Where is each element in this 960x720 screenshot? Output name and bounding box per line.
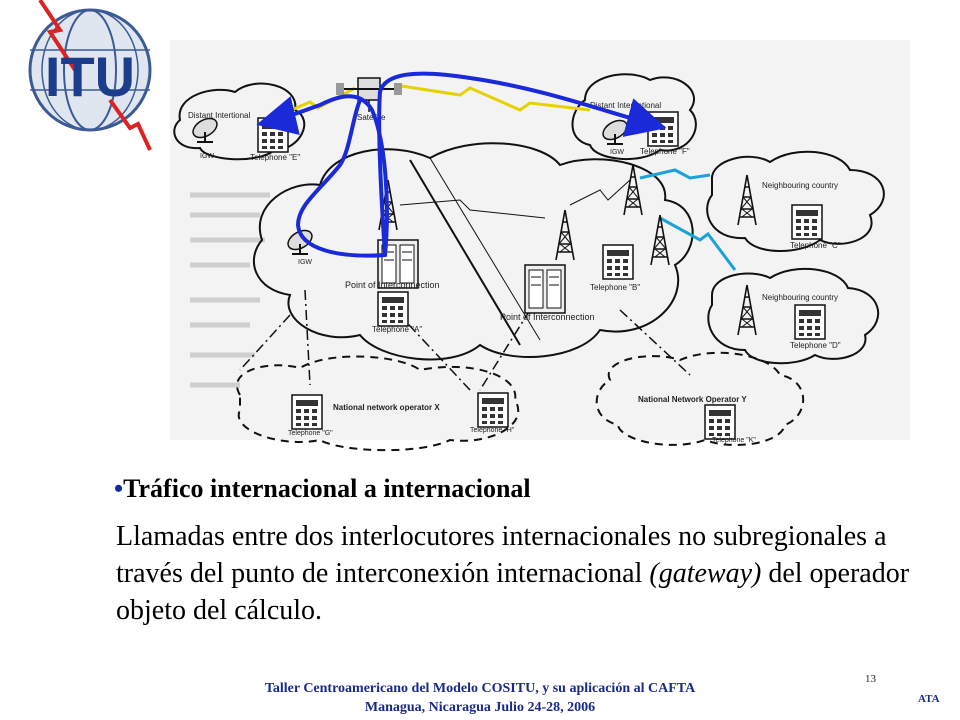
body-text-end: del operador objeto del cálculo. bbox=[116, 558, 910, 626]
telephone-d-label: Telephone "D" bbox=[790, 341, 841, 350]
telephone-b-icon bbox=[602, 244, 634, 280]
telephone-c-icon bbox=[791, 204, 823, 240]
telephone-d-icon bbox=[794, 304, 826, 340]
igw-right-label: IGW bbox=[610, 149, 624, 156]
footer-line-1: Taller Centroamericano del Modelo COSITU… bbox=[264, 681, 696, 696]
telephone-e-icon bbox=[257, 117, 289, 153]
neighbouring-country-top-label: Neighbouring country bbox=[762, 181, 838, 190]
telephone-f-icon bbox=[647, 111, 679, 147]
telephone-a-icon bbox=[377, 291, 409, 327]
telephone-k-label: Telephone "K" bbox=[712, 437, 756, 444]
national-operator-y-label: National Network Operator Y bbox=[638, 395, 747, 404]
scan-background bbox=[170, 40, 910, 440]
telephone-a-label: Telephone "A" bbox=[372, 325, 422, 334]
neighbouring-country-bottom-label: Neighbouring country bbox=[762, 293, 838, 302]
igw-main-label: IGW bbox=[298, 259, 312, 266]
footer-line-2: Managua, Nicaragua Julio 24-28, 2006 bbox=[364, 700, 596, 715]
footer: Taller Centroamericano del Modelo COSITU… bbox=[200, 679, 760, 717]
route-to-telephone-f bbox=[377, 71, 667, 257]
cloud-neighbour-top bbox=[706, 150, 885, 252]
operator-links bbox=[239, 289, 691, 391]
itu-logo: ITU bbox=[28, 0, 152, 151]
body-paragraph: Llamadas entre dos interlocutores intern… bbox=[116, 518, 916, 629]
switch-icon-b bbox=[524, 264, 566, 314]
cloud-distant-left bbox=[173, 82, 306, 161]
bullet-heading: •Tráfico internacional a internacional bbox=[114, 474, 531, 504]
network-diagram: ITU Satellite Distant Intertional bbox=[28, 0, 910, 452]
faded-text-lines bbox=[190, 192, 270, 388]
telephone-g-icon bbox=[291, 394, 323, 430]
cloud-neighbour-bottom bbox=[707, 267, 880, 365]
telephone-h-icon bbox=[477, 392, 509, 428]
itu-logo-text: ITU bbox=[45, 45, 135, 108]
telephone-f-label: Telephone "F" bbox=[640, 147, 690, 156]
point-of-interconnection-b-label: Point of Interconnection bbox=[500, 312, 595, 322]
bullet-marker: • bbox=[114, 474, 124, 503]
heading-text: Tráfico internacional a internacional bbox=[123, 474, 531, 503]
cloud-distant-right bbox=[571, 73, 697, 161]
telephone-b-label: Telephone "B" bbox=[590, 283, 640, 292]
body-text-start: Llamadas entre dos interlocutores intern… bbox=[116, 521, 887, 589]
distant-international-left-label: Distant Intertional bbox=[188, 111, 250, 120]
route-to-telephone-e bbox=[256, 94, 389, 257]
cloud-main bbox=[252, 142, 694, 361]
division-line-2 bbox=[429, 157, 541, 341]
point-of-interconnection-a-label: Point of Interconnection bbox=[345, 280, 440, 290]
cloud-operator-y bbox=[595, 351, 805, 446]
route-igw-loop bbox=[295, 98, 387, 258]
telephone-h-label: Telephone "H" bbox=[470, 427, 515, 434]
page-number: 13 bbox=[865, 673, 876, 685]
telephone-c-label: Telephone "C" bbox=[790, 241, 841, 250]
telephone-k-icon bbox=[704, 404, 736, 440]
satellite-icon bbox=[336, 77, 402, 112]
division-line-1 bbox=[409, 159, 521, 346]
telephone-g-label: Telephone "G" bbox=[288, 430, 333, 437]
igw-left-label: IGW bbox=[200, 153, 214, 160]
telephone-e-label: Telephone "E" bbox=[250, 153, 300, 162]
satellite-label: Satellite bbox=[357, 113, 386, 122]
body-text-italic: (gateway) bbox=[649, 558, 762, 589]
call-routes bbox=[256, 71, 667, 258]
national-operator-x-label: National network operator X bbox=[333, 403, 440, 412]
org-label: ATA bbox=[918, 693, 940, 705]
